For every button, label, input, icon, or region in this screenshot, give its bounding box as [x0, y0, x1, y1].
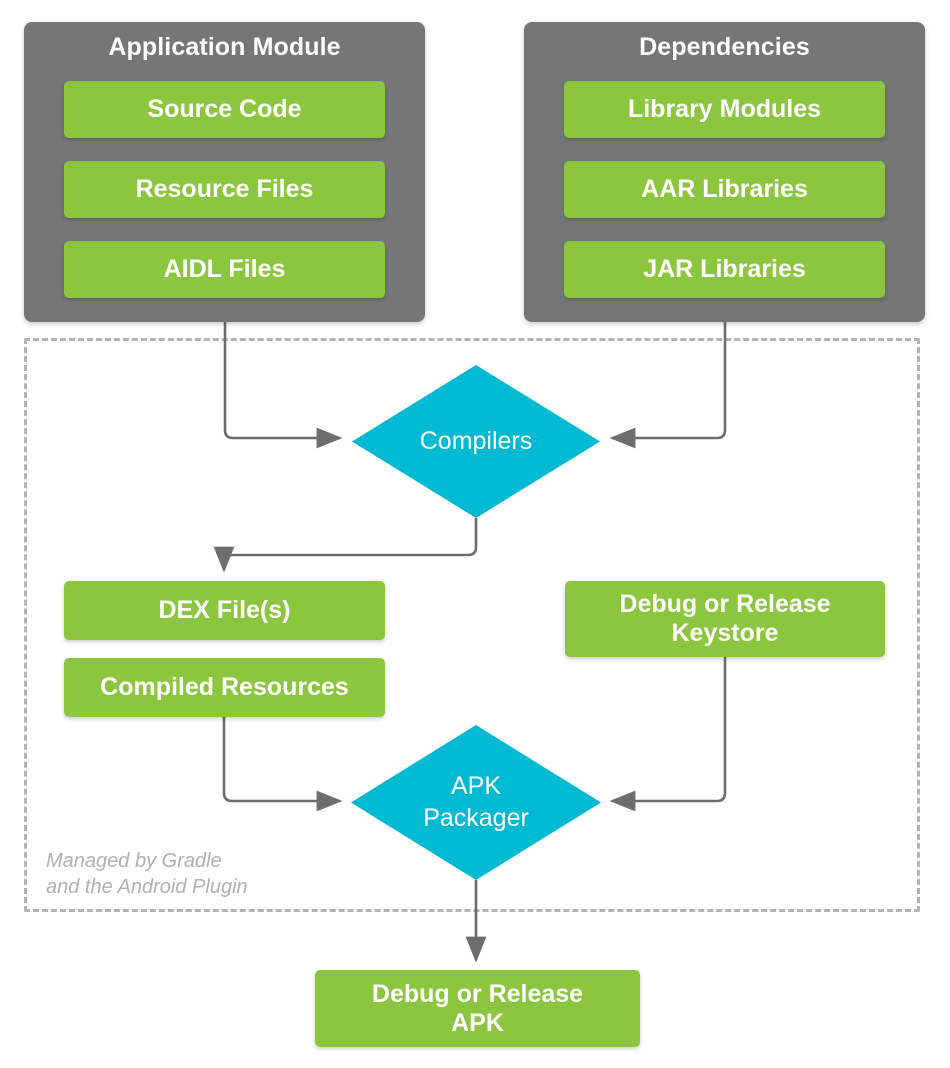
panel-dependencies-title: Dependencies — [639, 33, 810, 61]
panel-application-module-title: Application Module — [108, 33, 341, 61]
diamond-apk-packager-line2: Packager — [423, 803, 529, 832]
gradle-managed-caption: Managed by Gradle and the Android Plugin — [46, 850, 248, 898]
box-compiled-resources: Compiled Resources — [64, 658, 385, 717]
box-dex-files: DEX File(s) — [64, 581, 385, 640]
box-aidl-files: AIDL Files — [64, 241, 385, 298]
box-library-modules: Library Modules — [564, 81, 885, 138]
box-keystore-line1: Debug or Release — [619, 590, 831, 618]
box-keystore: Debug or Release Keystore — [565, 581, 885, 657]
box-aar-libraries: AAR Libraries — [564, 161, 885, 218]
diamond-compilers-label: Compilers — [419, 426, 533, 455]
diamond-apk-packager-line1: APK — [450, 772, 502, 801]
box-output-apk-line1: Debug or Release — [371, 979, 584, 1008]
box-keystore-line2: Keystore — [671, 619, 779, 647]
box-resource-files: Resource Files — [64, 161, 385, 218]
gradle-managed-region — [24, 338, 920, 912]
box-output-apk: Debug or Release APK — [315, 970, 640, 1047]
box-jar-libraries: JAR Libraries — [564, 241, 885, 298]
box-output-apk-line2: APK — [451, 1008, 504, 1037]
box-source-code: Source Code — [64, 81, 385, 138]
